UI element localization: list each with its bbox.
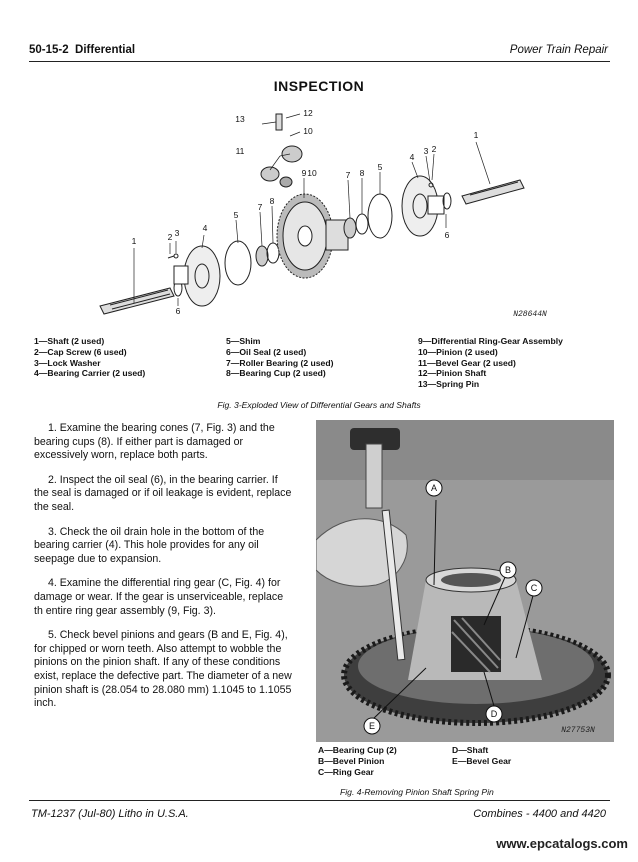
legend-item: 13—Spring Pin [418,379,480,390]
figure3-legend-col1: 1—Shaft (2 used) 2—Cap Screw (6 used) 3—… [34,336,145,379]
right-shim-drawing [367,193,393,239]
callout-4-right: 4 [410,152,415,162]
footer-model: Combines - 4400 and 4420 [473,808,606,820]
figure3-legend-col2: 5—Shim 6—Oil Seal (2 used) 7—Roller Bear… [226,336,333,379]
step-2: 2. Inspect the oil seal (6), in the bear… [34,473,292,513]
left-bearing-carrier-drawing [173,245,221,307]
exploded-view-diagram: 1 1 2 2 3 3 4 4 5 5 6 6 7 7 8 8 9 10 10 … [99,108,547,319]
footer-rule [29,800,610,801]
callout-10-upper: 10 [303,126,313,136]
callout-7-left: 7 [258,202,263,212]
right-bearing-cup-drawing [355,213,369,235]
differential-case-photo [408,567,542,680]
left-roller-bearing-drawing [255,245,269,267]
callout-c: C [531,583,538,593]
right-shaft-drawing [461,179,525,205]
callout-2-right: 2 [432,144,437,154]
legend-item: 6—Oil Seal (2 used) [226,346,307,357]
hammer-photo [350,428,400,509]
callout-10-lower: 10 [307,168,317,178]
callout-4-left: 4 [203,223,208,233]
callout-12: 12 [303,108,313,118]
figure3-ref-code: N28644N [513,310,547,319]
legend-item: 10—Pinion (2 used) [418,346,498,357]
right-bearing-carrier-drawing [401,175,445,237]
legend-item: 5—Shim [226,336,261,346]
left-bearing-cup-drawing [266,242,280,264]
callout-3-right: 3 [424,146,429,156]
callout-6-right: 6 [445,230,450,240]
legend-item: E—Bevel Gear [452,755,512,766]
inspection-steps: 1. Examine the bearing cones (7, Fig. 3)… [34,422,294,722]
right-oil-seal-drawing [442,192,452,210]
callout-9: 9 [302,168,307,178]
section-title: Differential [75,44,136,56]
callout-13: 13 [235,114,245,124]
legend-item: 1—Shaft (2 used) [34,336,105,346]
callout-5-right: 5 [378,162,383,172]
callout-1-right: 1 [474,130,479,140]
legend-item: 7—Roller Bearing (2 used) [226,357,334,368]
footer-publication: TM-1237 (Jul-80) Litho in U.S.A. [31,808,189,820]
pinion-removal-photo: A B C D E N27753N [316,420,614,742]
legend-item: 4—Bearing Carrier (2 used) [34,368,146,379]
callout-6-left: 6 [176,306,181,316]
left-shaft-drawing [99,287,175,315]
legend-item: 2—Cap Screw (6 used) [34,346,127,357]
figure4-caption: Fig. 4-Removing Pinion Shaft Spring Pin [340,787,494,797]
legend-item: B—Bevel Pinion [318,755,385,766]
callout-8-left: 8 [270,196,275,206]
watermark: www.epcatalogs.com [496,836,628,851]
step-1: 1. Examine the bearing cones (7, Fig. 3)… [34,422,275,462]
right-roller-bearing-drawing [343,217,357,239]
callout-e: E [369,721,375,731]
page-title: INSPECTION [273,78,365,94]
pinion-cluster-drawing [260,113,303,188]
callout-a: A [431,483,437,493]
figure4-legend-col1: A—Bearing Cup (2) B—Bevel Pinion C—Ring … [318,745,397,777]
legend-item: 3—Lock Washer [34,357,101,368]
section-number: 50-15-2 [29,44,69,56]
step-5: 5. Check bevel pinions and gears (B and … [34,629,292,710]
legend-item: A—Bearing Cup (2) [318,745,397,755]
callout-5-left: 5 [234,210,239,220]
legend-item: 11—Bevel Gear (2 used) [418,357,516,368]
callout-11: 11 [236,146,245,156]
figure4-ref-code: N27753N [561,726,595,735]
callout-8-right: 8 [360,168,365,178]
figure3-caption: Fig. 3-Exploded View of Differential Gea… [217,400,421,410]
hand-with-punch-photo [316,509,408,661]
legend-item: 8—Bearing Cup (2 used) [226,368,326,379]
figure3-legend-col3: 9—Differential Ring-Gear Assembly 10—Pin… [418,336,563,390]
chapter-title: Power Train Repair [509,44,608,56]
legend-item: 9—Differential Ring-Gear Assembly [418,336,563,346]
step-3: 3. Check the oil drain hole in the botto… [34,525,265,565]
callout-1-left: 1 [132,236,137,246]
ring-gear-assembly-drawing [276,193,349,279]
callout-d: D [491,709,498,719]
figure4-legend-col2: D—Shaft E—Bevel Gear [452,745,511,767]
step-4: 4. Examine the differential ring gear (C… [34,577,284,617]
callout-3-left: 3 [175,228,180,238]
legend-item: 12—Pinion Shaft [418,368,487,379]
callout-b: B [505,565,511,575]
page-header-section: 50-15-2 Differential [29,44,135,56]
legend-item: C—Ring Gear [318,766,374,777]
callout-7-right: 7 [346,170,351,180]
legend-item: D—Shaft [452,745,489,755]
left-shim-drawing [224,240,252,286]
callout-2-left: 2 [168,232,173,242]
header-rule [29,61,610,62]
